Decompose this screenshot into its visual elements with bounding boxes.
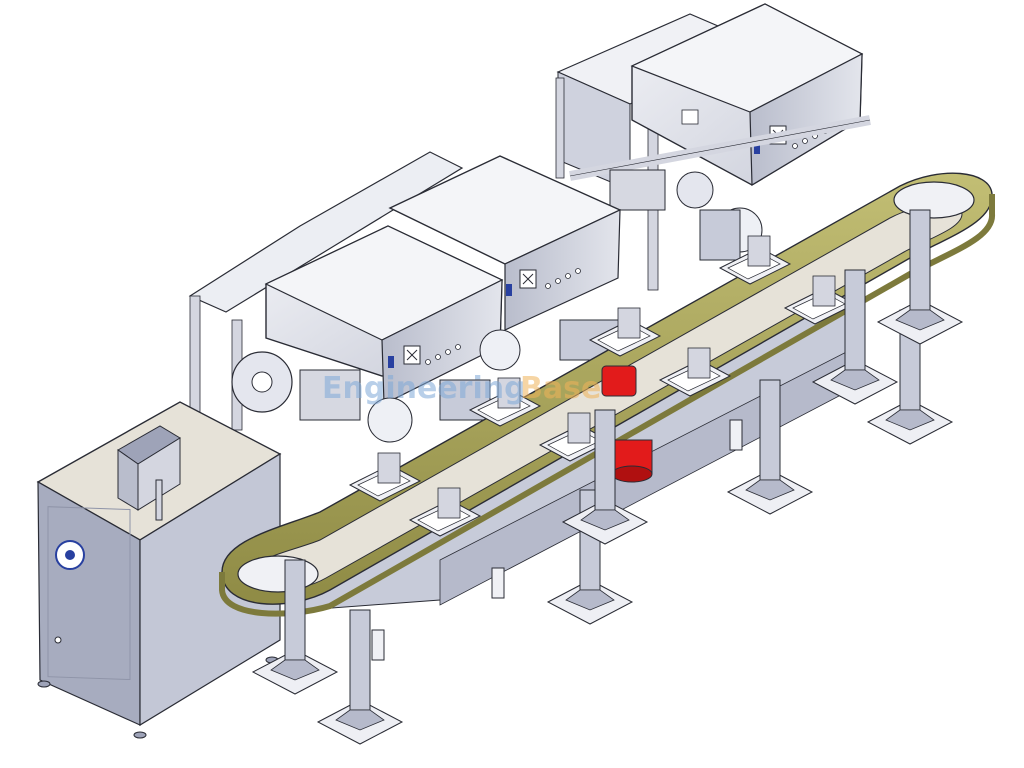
middle-module <box>188 151 622 443</box>
support-leg <box>546 489 634 625</box>
left-box-buttons <box>425 344 461 365</box>
pallet-fixture <box>658 347 732 397</box>
pallet-fixture <box>468 377 542 427</box>
upper-box-switch-icon <box>754 142 760 154</box>
support-leg <box>726 379 814 515</box>
right-turn-wheel <box>893 181 975 219</box>
watermark-text-left: Engineering <box>322 371 526 406</box>
right-box-switch-icon <box>506 284 512 296</box>
pallet-fixture <box>783 275 857 325</box>
control-cabinet <box>36 401 282 739</box>
pallet-fixture <box>538 412 612 462</box>
support-leg <box>251 559 339 695</box>
watermark-text-right: Base <box>520 371 601 406</box>
right-box-buttons <box>545 268 581 289</box>
watermark: Engineering Base <box>322 371 601 406</box>
pallet-fixture <box>718 235 792 285</box>
pallet-fixture <box>408 487 482 537</box>
left-box-fan-icon <box>403 345 421 365</box>
support-leg <box>811 269 899 405</box>
upper-module-mechanism <box>609 169 763 261</box>
left-turn-wheel <box>237 555 319 593</box>
pallet-fixtures <box>348 235 857 537</box>
right-box-fan-icon <box>519 269 537 289</box>
hmi-monitor-icon <box>117 425 181 521</box>
support-leg <box>876 209 964 345</box>
support-legs <box>251 209 964 745</box>
left-box-switch-icon <box>388 356 394 368</box>
upper-module <box>555 3 871 291</box>
middle-module-mechanism <box>231 319 621 443</box>
support-leg <box>316 609 404 745</box>
pallet-fixture <box>588 307 662 357</box>
support-leg <box>561 409 649 545</box>
cabinet-fan-icon <box>55 540 85 570</box>
pallet-fixture <box>348 452 422 502</box>
